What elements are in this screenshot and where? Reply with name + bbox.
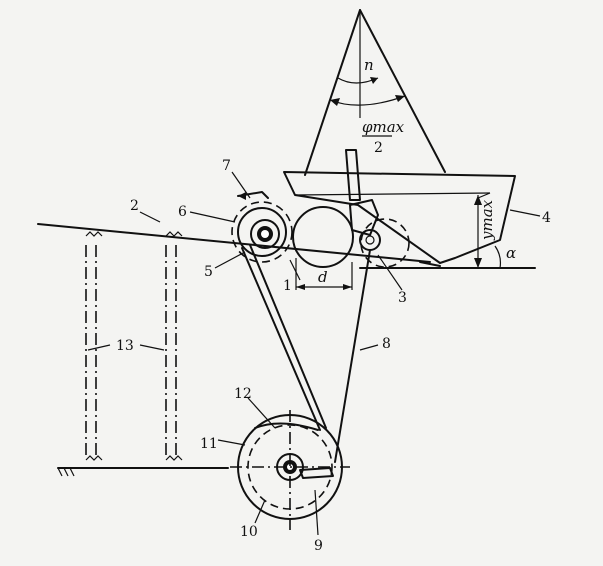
label-8: 8	[382, 336, 391, 352]
label-9: 9	[314, 538, 323, 554]
label-phi-max: φmax	[362, 118, 405, 136]
leader-lines	[139, 171, 541, 536]
label-phi-denominator: 2	[374, 140, 383, 156]
label-7: 7	[222, 158, 231, 174]
label-13: 13	[116, 338, 134, 354]
label-2: 2	[130, 198, 139, 214]
label-n: n	[364, 56, 374, 74]
bed-frame	[283, 171, 516, 264]
label-10: 10	[240, 524, 258, 540]
drive-belt	[241, 244, 371, 463]
pendulum-rod	[345, 149, 361, 201]
roller-middle	[292, 199, 410, 268]
ymax-dimension	[474, 195, 482, 268]
label-12: 12	[234, 386, 252, 402]
label-11: 11	[200, 436, 218, 452]
roller-assembly-left	[231, 191, 293, 263]
label-4: 4	[542, 210, 551, 226]
d-dimension	[295, 258, 353, 290]
label-5: 5	[204, 264, 213, 280]
label-1: 1	[283, 278, 292, 294]
spring-supports	[57, 231, 229, 477]
label-ymax: ymax	[478, 199, 496, 241]
label-d: d	[318, 268, 328, 286]
crank-wheel	[230, 410, 350, 530]
label-6: 6	[178, 204, 187, 220]
label-3: 3	[398, 290, 407, 306]
swing-angle-cone	[304, 9, 446, 176]
label-alpha: α	[506, 244, 516, 262]
